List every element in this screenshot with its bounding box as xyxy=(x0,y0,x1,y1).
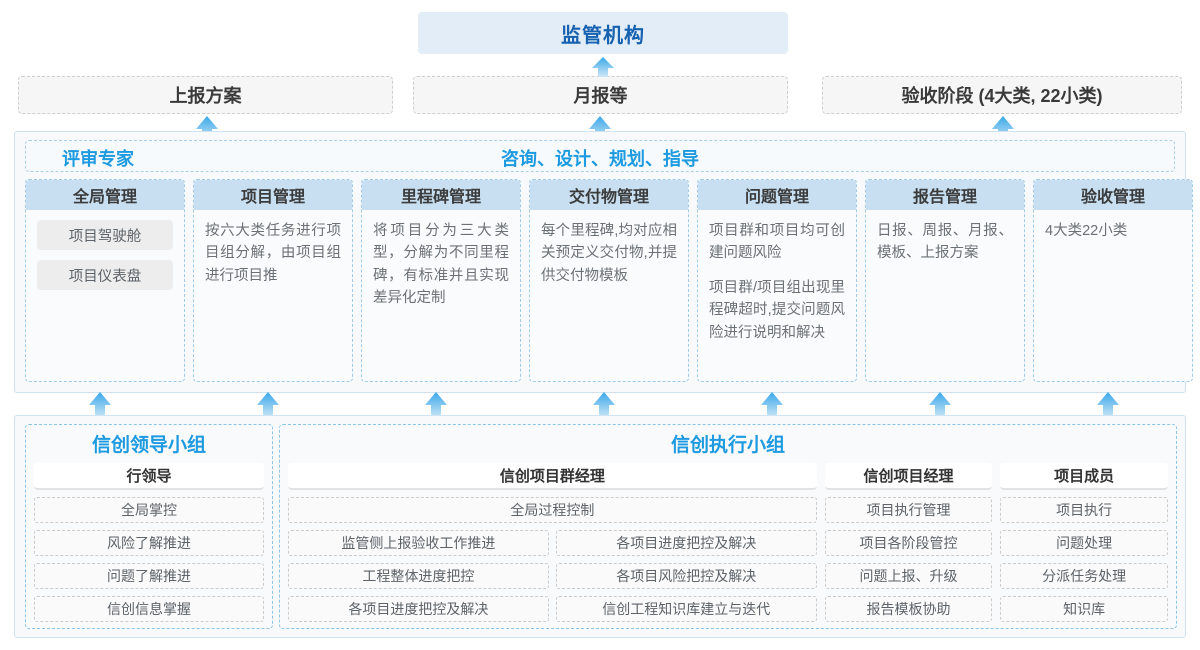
group-title: 信创领导小组 xyxy=(91,435,206,456)
task-item[interactable]: 知识库 xyxy=(1000,596,1168,622)
column-body: 日报、周报、月报、模板、上报方案 xyxy=(866,210,1024,275)
regulator-label: 监管机构 xyxy=(561,24,645,47)
column-project-management[interactable]: 项目管理 按六大类任务进行项目组分解，由项目组进行项目推 xyxy=(193,179,353,382)
column-paragraph: 日报、周报、月报、模板、上报方案 xyxy=(877,223,1013,262)
mid-band-label-center: 咨询、设计、规划、指导 xyxy=(501,149,699,169)
role-title: 行领导 xyxy=(34,463,264,490)
column-title: 项目管理 xyxy=(194,180,352,210)
task-item[interactable]: 风险了解推进 xyxy=(34,530,264,556)
role-title: 信创项目经理 xyxy=(824,463,993,490)
group-leadership: 信创领导小组 行领导 全局掌控 风险了解推进 问题了解推进 信创信息掌握 xyxy=(25,424,273,629)
task-item[interactable]: 监管侧上报验收工作推进 xyxy=(288,530,549,556)
task-item[interactable]: 全局过程控制 xyxy=(288,497,817,523)
arrow-up-icon xyxy=(425,392,447,418)
task-group: 全局掌控 风险了解推进 问题了解推进 信创信息掌握 xyxy=(34,497,264,622)
task-item[interactable]: 问题了解推进 xyxy=(34,563,264,589)
task-item[interactable]: 各项目风险把控及解决 xyxy=(555,563,817,589)
arrow-up-icon xyxy=(592,54,614,77)
column-paragraph: 项目群/项目组出现里程碑超时,提交问题风险进行说明和解决 xyxy=(709,279,845,341)
task-column: 全局掌控 风险了解推进 问题了解推进 信创信息掌握 xyxy=(34,497,264,622)
role-title: 信创项目群经理 xyxy=(288,463,817,490)
role-program-manager: 信创项目群经理 全局过程控制 监管侧上报验收工作推进 工程整体进度把控 各项目进… xyxy=(288,463,817,622)
column-body: 每个里程碑,均对应相关预定义交付物,并提供交付物模板 xyxy=(530,210,688,297)
task-item[interactable]: 全局掌控 xyxy=(34,497,264,523)
task-group: 项目执行 问题处理 分派任务处理 知识库 xyxy=(1000,497,1168,622)
top-box-label: 上报方案 xyxy=(169,86,242,106)
task-column: 监管侧上报验收工作推进 工程整体进度把控 各项目进度把控及解决 xyxy=(288,530,549,622)
column-title: 交付物管理 xyxy=(530,180,688,210)
top-box-label: 验收阶段 (4大类, 22小类) xyxy=(901,86,1103,106)
group-execution: 信创执行小组 信创项目群经理 全局过程控制 监管侧上报验收工作推进 工程整体进度… xyxy=(279,424,1177,629)
column-paragraph: 按六大类任务进行项目组分解，由项目组进行项目推 xyxy=(205,223,341,284)
arrow-up-icon xyxy=(761,392,783,418)
mid-band: 评审专家 咨询、设计、规划、指导 全局管理 项目驾驶舱 项目仪表盘 项目管理 按… xyxy=(14,131,1193,393)
role-project-member: 项目成员 项目执行 问题处理 分派任务处理 知识库 xyxy=(1000,463,1168,622)
arrow-up-icon xyxy=(89,392,111,418)
task-group: 监管侧上报验收工作推进 工程整体进度把控 各项目进度把控及解决 各项目进度把控及… xyxy=(288,530,817,622)
column-paragraph: 4大类22小类 xyxy=(1045,223,1128,239)
task-column: 项目执行管理 项目各阶段管控 问题上报、升级 报告模板协助 xyxy=(824,497,993,622)
arrow-up-icon xyxy=(593,392,615,418)
role-title: 项目成员 xyxy=(1000,463,1168,490)
bottom-band: 信创领导小组 行领导 全局掌控 风险了解推进 问题了解推进 信创信息掌握 xyxy=(14,415,1186,638)
column-title: 问题管理 xyxy=(698,180,856,210)
roles-row: 信创项目群经理 全局过程控制 监管侧上报验收工作推进 工程整体进度把控 各项目进… xyxy=(288,463,1168,622)
arrow-up-icon xyxy=(1097,392,1119,418)
task-item[interactable]: 各项目进度把控及解决 xyxy=(288,596,549,622)
column-paragraph: 项目群和项目均可创建问题风险 xyxy=(709,223,845,262)
column-report-management[interactable]: 报告管理 日报、周报、月报、模板、上报方案 xyxy=(865,179,1025,382)
column-title: 里程碑管理 xyxy=(362,180,520,210)
column-body: 项目驾驶舱 项目仪表盘 xyxy=(26,210,184,310)
mid-band-label-left: 评审专家 xyxy=(62,149,134,169)
column-acceptance-management[interactable]: 验收管理 4大类22小类 xyxy=(1033,179,1193,382)
column-global-management[interactable]: 全局管理 项目驾驶舱 项目仪表盘 xyxy=(25,179,185,382)
arrow-up-icon xyxy=(929,392,951,418)
chip-item[interactable]: 项目仪表盘 xyxy=(37,260,173,290)
column-title: 全局管理 xyxy=(26,180,184,210)
task-item[interactable]: 分派任务处理 xyxy=(1000,563,1168,589)
task-item[interactable]: 各项目进度把控及解决 xyxy=(555,530,817,556)
arrow-up-icon xyxy=(196,116,218,142)
top-box-report-plan: 上报方案 xyxy=(18,76,393,114)
column-title: 验收管理 xyxy=(1034,180,1192,210)
group-title: 信创执行小组 xyxy=(670,435,785,456)
top-box-acceptance-stage: 验收阶段 (4大类, 22小类) xyxy=(822,76,1182,114)
task-item[interactable]: 项目执行 xyxy=(1000,497,1168,523)
column-paragraph: 将项目分为三大类型，分解为不同里程碑，有标准并且实现差异化定制 xyxy=(373,223,509,307)
chip-item[interactable]: 项目驾驶舱 xyxy=(37,220,173,250)
task-column: 项目执行 问题处理 分派任务处理 知识库 xyxy=(1000,497,1168,622)
column-deliverable-management[interactable]: 交付物管理 每个里程碑,均对应相关预定义交付物,并提供交付物模板 xyxy=(529,179,689,382)
task-item[interactable]: 报告模板协助 xyxy=(824,596,993,622)
task-item[interactable]: 工程整体进度把控 xyxy=(288,563,549,589)
arrow-up-icon xyxy=(257,392,279,418)
role-bank-leader: 行领导 全局掌控 风险了解推进 问题了解推进 信创信息掌握 xyxy=(34,463,264,622)
top-box-monthly-report: 月报等 xyxy=(413,76,788,114)
task-item[interactable]: 信创工程知识库建立与迭代 xyxy=(555,596,817,622)
task-group: 项目执行管理 项目各阶段管控 问题上报、升级 报告模板协助 xyxy=(824,497,993,622)
role-project-manager: 信创项目经理 项目执行管理 项目各阶段管控 问题上报、升级 报告模板协助 xyxy=(824,463,993,622)
column-body: 项目群和项目均可创建问题风险 项目群/项目组出现里程碑超时,提交问题风险进行说明… xyxy=(698,210,856,354)
column-body: 按六大类任务进行项目组分解，由项目组进行项目推 xyxy=(194,210,352,297)
top-box-label: 月报等 xyxy=(573,86,628,106)
task-item[interactable]: 信创信息掌握 xyxy=(34,596,264,622)
arrow-up-icon xyxy=(589,116,611,142)
column-issue-management[interactable]: 问题管理 项目群和项目均可创建问题风险 项目群/项目组出现里程碑超时,提交问题风… xyxy=(697,179,857,382)
task-item[interactable]: 项目执行管理 xyxy=(824,497,993,523)
management-columns: 全局管理 项目驾驶舱 项目仪表盘 项目管理 按六大类任务进行项目组分解，由项目组… xyxy=(25,179,1193,382)
task-item[interactable]: 问题处理 xyxy=(1000,530,1168,556)
column-paragraph: 每个里程碑,均对应相关预定义交付物,并提供交付物模板 xyxy=(541,223,677,284)
arrow-up-icon xyxy=(992,116,1014,142)
regulator-box: 监管机构 xyxy=(418,12,788,54)
task-item[interactable]: 项目各阶段管控 xyxy=(824,530,993,556)
mid-band-label-bar: 评审专家 咨询、设计、规划、指导 xyxy=(25,140,1175,172)
roles-row: 行领导 全局掌控 风险了解推进 问题了解推进 信创信息掌握 xyxy=(34,463,264,622)
task-item[interactable]: 问题上报、升级 xyxy=(824,563,993,589)
column-title: 报告管理 xyxy=(866,180,1024,210)
task-column: 各项目进度把控及解决 各项目风险把控及解决 信创工程知识库建立与迭代 xyxy=(555,530,817,622)
column-milestone-management[interactable]: 里程碑管理 将项目分为三大类型，分解为不同里程碑，有标准并且实现差异化定制 xyxy=(361,179,521,382)
column-body: 4大类22小类 xyxy=(1034,210,1192,252)
column-body: 将项目分为三大类型，分解为不同里程碑，有标准并且实现差异化定制 xyxy=(362,210,520,320)
